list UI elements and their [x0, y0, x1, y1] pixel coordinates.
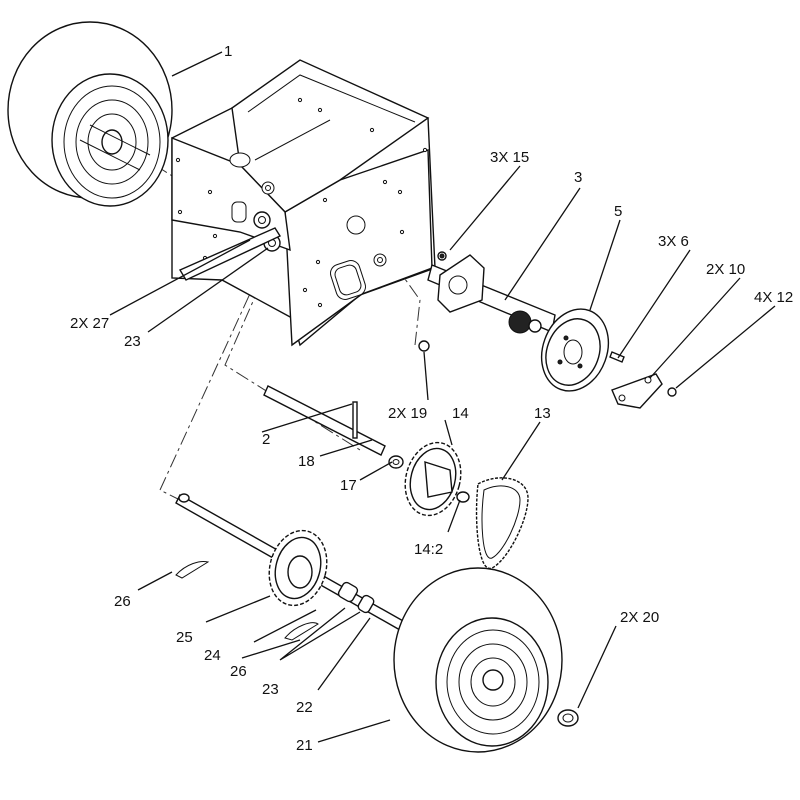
callout-23-upper: 23: [124, 333, 141, 350]
callout-labels: 1 3X 15 3 5 3X 6 2X 10 4X 12 2X 27 23 2X…: [70, 43, 793, 754]
callout-2: 2: [262, 431, 270, 448]
callout-24: 24: [204, 647, 221, 664]
leader-lines: [109, 51, 776, 743]
callout-2x20: 2X 20: [620, 609, 659, 626]
callout-3x6: 3X 6: [658, 233, 689, 250]
callout-14-2: 14:2: [414, 541, 443, 558]
callout-2x19: 2X 19: [388, 405, 427, 422]
hub: [540, 308, 610, 392]
callout-14: 14: [452, 405, 469, 422]
callout-23-lower: 23: [262, 681, 279, 698]
callout-21: 21: [296, 737, 313, 754]
sprocket-14: [404, 441, 470, 517]
callout-22: 22: [296, 699, 313, 716]
callout-13: 13: [534, 405, 551, 422]
callout-1: 1: [224, 43, 232, 60]
callout-25: 25: [176, 629, 193, 646]
chain: [475, 477, 529, 569]
wheel-lower-right: [393, 567, 563, 753]
callout-3: 3: [574, 169, 582, 186]
wheel-upper-left: [7, 21, 173, 207]
axle-assembly: [427, 251, 556, 334]
clip: [557, 709, 579, 727]
callout-2x27: 2X 27: [70, 315, 109, 332]
callout-18: 18: [298, 453, 315, 470]
callout-17: 17: [340, 477, 357, 494]
callout-26-upper: 26: [114, 593, 131, 610]
callout-4x12: 4X 12: [754, 289, 793, 306]
chassis-frame: [171, 59, 436, 347]
callout-5: 5: [614, 203, 622, 220]
lower-axle: [175, 493, 406, 641]
callout-2x10: 2X 10: [706, 261, 745, 278]
callout-3x15: 3X 15: [490, 149, 529, 166]
drive-shaft: [263, 385, 404, 469]
callout-26-lower: 26: [230, 663, 247, 680]
cover-plate: [418, 340, 677, 409]
